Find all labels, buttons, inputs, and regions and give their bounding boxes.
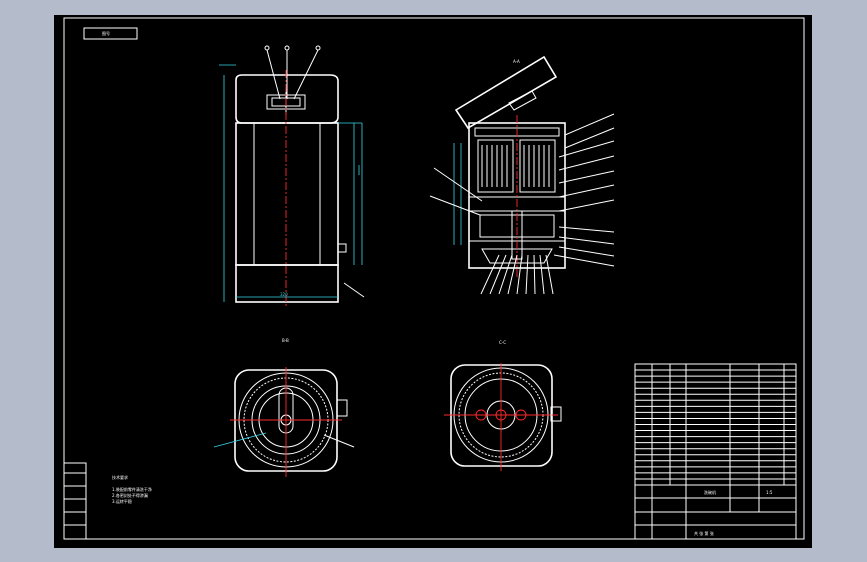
notes-line-1: 1.装配前零件清洗干净 bbox=[112, 486, 152, 492]
notes-line-2: 2.各密封处不得渗漏 bbox=[112, 492, 148, 498]
bottom-left-view: B-B bbox=[213, 338, 355, 477]
bottom-left-label: B-B bbox=[282, 338, 289, 343]
notes-title: 技术要求 bbox=[112, 474, 128, 480]
bottom-right-view: C-C bbox=[444, 340, 562, 471]
title-drawing-name: 洗碗机 bbox=[704, 489, 716, 495]
title-scale: 1:5 bbox=[766, 490, 773, 495]
title-sheet-no: 共 张 第 张 bbox=[694, 530, 714, 536]
parts-list bbox=[634, 363, 797, 486]
sheet-tag-box bbox=[83, 27, 138, 40]
bottom-right-label: C-C bbox=[499, 340, 506, 345]
title-block: 洗碗机 1:5 共 张 第 张 bbox=[634, 484, 797, 540]
drawing-canvas: 图号 320 bbox=[63, 17, 805, 540]
drawing-sheet: 图号 320 bbox=[54, 15, 812, 548]
technical-notes: 技术要求 1.装配前零件清洗干净 2.各密封处不得渗漏 3.运转平稳 bbox=[112, 474, 152, 504]
front-view: 320 bbox=[219, 45, 365, 307]
notes-line-3: 3.运转平稳 bbox=[112, 498, 132, 504]
drawing-border bbox=[63, 17, 805, 540]
left-side-table bbox=[63, 462, 87, 540]
front-dim-width: 320 bbox=[280, 292, 288, 297]
section-label: A-A bbox=[513, 59, 520, 64]
sheet-tag: 图号 bbox=[102, 30, 110, 36]
section-view: A-A bbox=[429, 55, 615, 295]
